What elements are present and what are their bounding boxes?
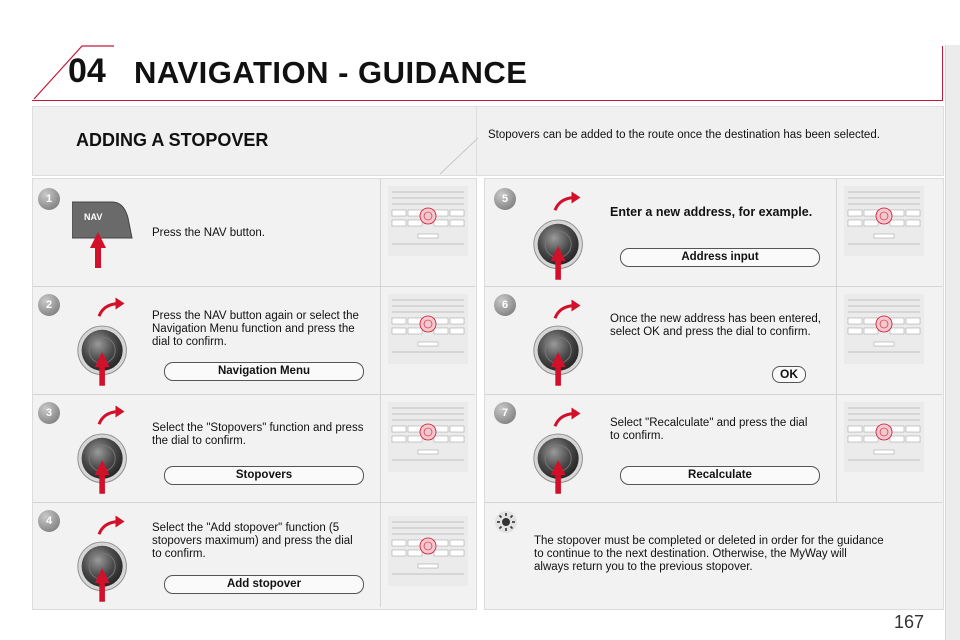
dial-icon [77,325,127,387]
step-number-badge: 6 [494,294,516,316]
step-number-badge: 1 [38,188,60,210]
nav-button-illustration [71,198,138,268]
control-panel-image [388,402,468,472]
step-3-text: Select the "Stopovers" function and pres… [152,422,364,447]
rotate-arrow-icon [97,404,126,426]
step-6-text: Once the new address has been entered, s… [610,313,821,338]
control-panel-image [844,186,924,256]
tip-text: The stopover must be completed or delete… [534,535,884,573]
divider [485,394,942,395]
ok-button[interactable]: OK [772,366,806,383]
step-number-badge: 7 [494,402,516,424]
dial-icon [533,219,583,281]
rotate-arrow-icon [553,298,582,320]
rotate-arrow-icon [553,406,582,428]
control-panel-image [388,186,468,256]
divider [836,179,837,502]
rotate-arrow-icon [97,296,126,318]
chapter-number: 04 [68,52,106,90]
page-edge [945,45,960,640]
menu-item-navigation-menu[interactable]: Navigation Menu [164,362,364,381]
dial-icon [77,541,127,603]
control-panel-image [844,402,924,472]
header-frame [32,46,943,101]
step-number-badge: 4 [38,510,60,532]
intro-divider [440,137,479,175]
control-panel-image [844,294,924,364]
step-7-text: Select "Recalculate" and press the dial … [610,417,808,442]
rotate-arrow-icon [97,514,126,536]
divider [33,286,475,287]
intro-text: Stopovers can be added to the route once… [488,129,880,141]
divider [485,286,942,287]
menu-item-stopovers[interactable]: Stopovers [164,466,364,485]
dial-icon [533,325,583,387]
page-number: 167 [893,612,924,632]
control-panel-image [388,516,468,586]
sun-icon [495,511,517,533]
divider [485,502,942,503]
dial-icon [533,433,583,495]
step-4-text: Select the "Add stopover" function (5 st… [152,522,353,560]
step-1-text: Press the NAV button. [152,227,265,239]
section-title: ADDING A STOPOVER [76,130,269,150]
divider [33,502,475,503]
page-title: NAVIGATION - GUIDANCE [134,55,528,90]
step-number-badge: 5 [494,188,516,210]
step-number-badge: 2 [38,294,60,316]
divider [380,179,381,607]
menu-item-recalculate[interactable]: Recalculate [620,466,820,485]
intro-box [476,106,944,176]
step-number-badge: 3 [38,402,60,424]
chapter-tab [33,45,114,100]
step-5-text: Enter a new address, for example. [610,205,813,219]
menu-item-address-input[interactable]: Address input [620,248,820,267]
menu-item-add-stopover[interactable]: Add stopover [164,575,364,594]
nav-button-label: NAV [84,212,103,222]
step-2-text: Press the NAV button again or select the… [152,310,359,348]
divider [33,394,475,395]
dial-icon [77,433,127,495]
rotate-arrow-icon [553,190,582,212]
control-panel-image [388,294,468,364]
